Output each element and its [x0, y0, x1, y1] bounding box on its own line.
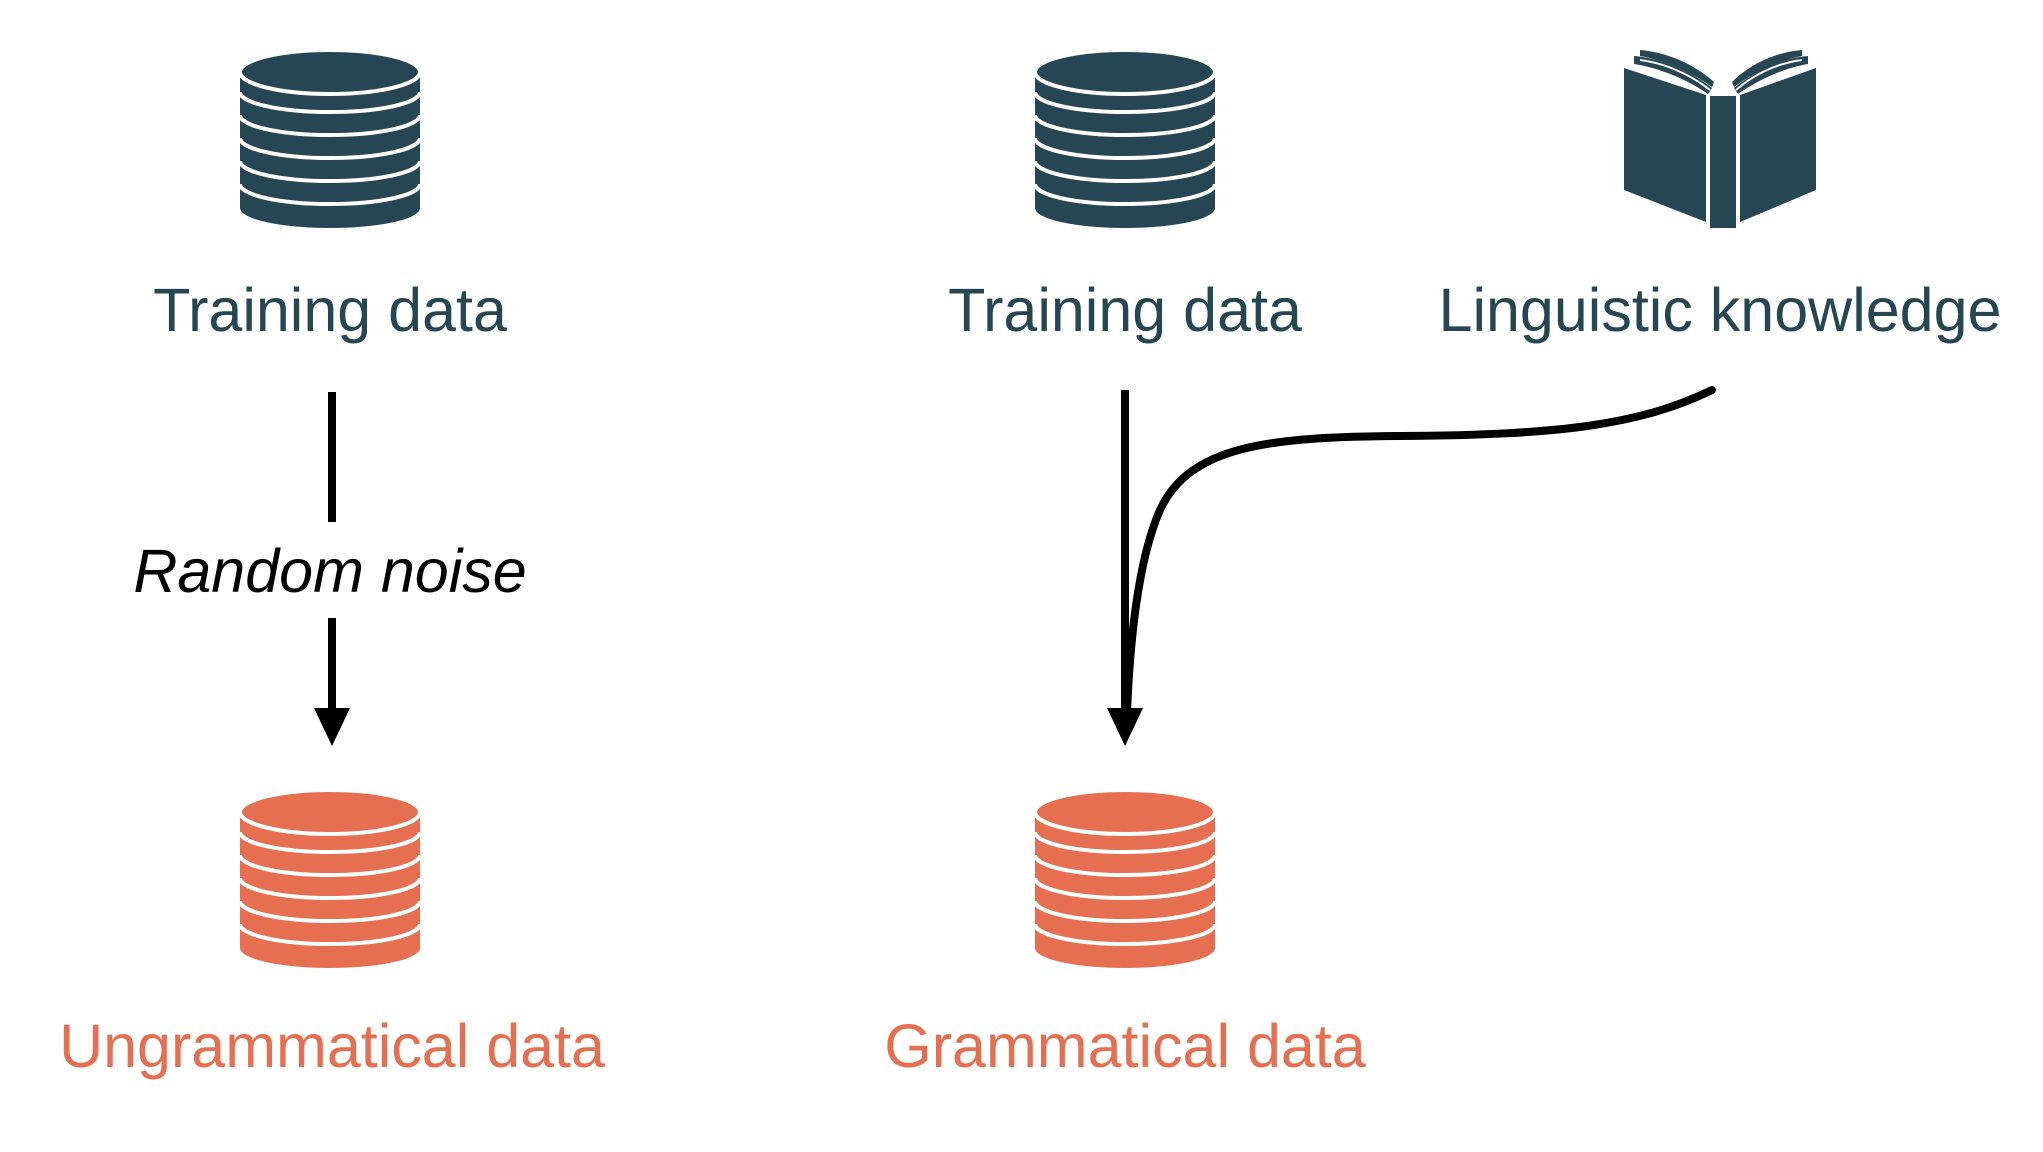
- left-source-database-icon: [238, 48, 422, 230]
- right-arrow-curve: [1123, 386, 1716, 716]
- right-arrowhead: [1107, 708, 1143, 746]
- left-target-label: Ungrammatical data: [59, 1012, 605, 1080]
- right-source-label: Training data: [948, 276, 1302, 344]
- left-target-database-icon: [238, 788, 422, 970]
- right-knowledge-label: Linguistic knowledge: [1439, 276, 2002, 344]
- left-source-label: Training data: [153, 276, 507, 344]
- left-arrowhead: [314, 708, 350, 746]
- open-book-icon: [1624, 50, 1816, 228]
- right-source-database-icon: [1033, 48, 1217, 230]
- left-process-label: Random noise: [133, 537, 526, 605]
- right-target-database-icon: [1033, 788, 1217, 970]
- right-target-label: Grammatical data: [884, 1012, 1365, 1080]
